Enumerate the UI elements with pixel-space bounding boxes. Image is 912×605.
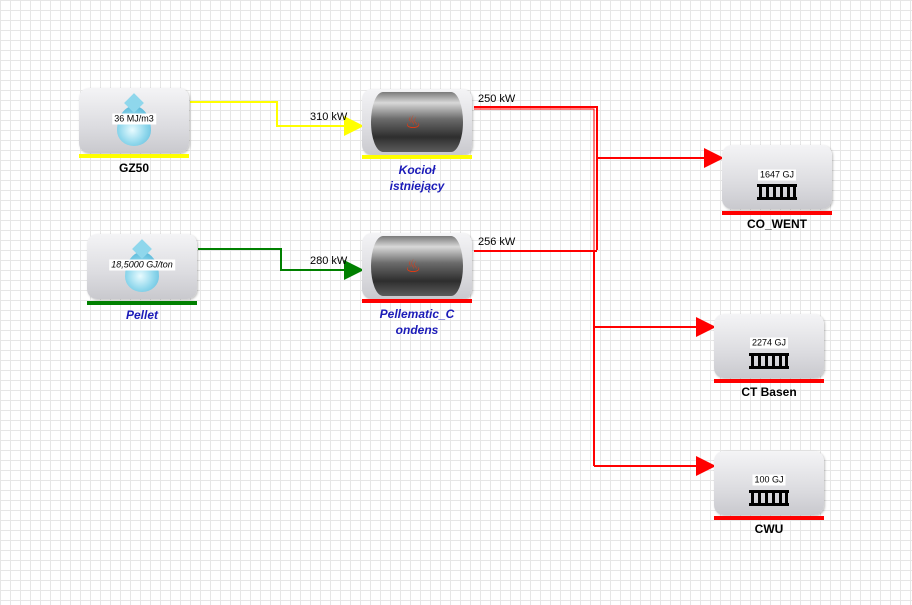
consumer-label: CT Basen bbox=[741, 385, 797, 399]
radiator-icon bbox=[757, 181, 797, 203]
source-bar bbox=[79, 154, 189, 158]
consumer-value: 100 GJ bbox=[752, 474, 786, 486]
radiator-icon bbox=[749, 350, 789, 372]
boiler-flame-icon: ♨ bbox=[371, 236, 463, 296]
water-drop-icon bbox=[117, 106, 151, 146]
boiler-bar bbox=[362, 299, 472, 303]
boiler-label-line2: ondens bbox=[395, 323, 439, 337]
gas-flow-line bbox=[190, 101, 364, 136]
radiator-icon bbox=[749, 487, 789, 509]
boiler-label-line1: Pellematic_C bbox=[379, 307, 455, 321]
heat-line-boiler1b bbox=[474, 108, 595, 250]
source-value: 36 MJ/m3 bbox=[112, 113, 156, 125]
source-value: 18,5000 GJ/ton bbox=[109, 259, 175, 271]
pellet-flow-line bbox=[198, 248, 364, 280]
water-drop-icon bbox=[125, 252, 159, 292]
boiler-input-flow: 310 kW bbox=[310, 111, 348, 123]
consumer-bar bbox=[722, 211, 832, 215]
source-label: GZ50 bbox=[118, 161, 149, 175]
heat-line-boiler1 bbox=[474, 106, 598, 250]
boiler-output-flow: 250 kW bbox=[478, 93, 516, 105]
source-label: Pellet bbox=[125, 308, 158, 322]
consumer-value: 1647 GJ bbox=[757, 169, 797, 181]
boiler-output-flow: 256 kW bbox=[478, 236, 516, 248]
consumer-value: 2274 GJ bbox=[749, 337, 789, 349]
consumer-bar bbox=[714, 379, 824, 383]
boiler-label-line2: istniejący bbox=[389, 179, 445, 193]
boiler-label-line1: Kocioł bbox=[398, 163, 436, 177]
consumer-label: CWU bbox=[754, 522, 784, 536]
consumer-bar bbox=[714, 516, 824, 520]
consumer-label: CO_WENT bbox=[747, 217, 807, 231]
boiler-input-flow: 280 kW bbox=[310, 255, 348, 267]
boiler-bar bbox=[362, 155, 472, 159]
source-bar bbox=[87, 301, 197, 305]
boiler-flame-icon: ♨ bbox=[371, 92, 463, 152]
